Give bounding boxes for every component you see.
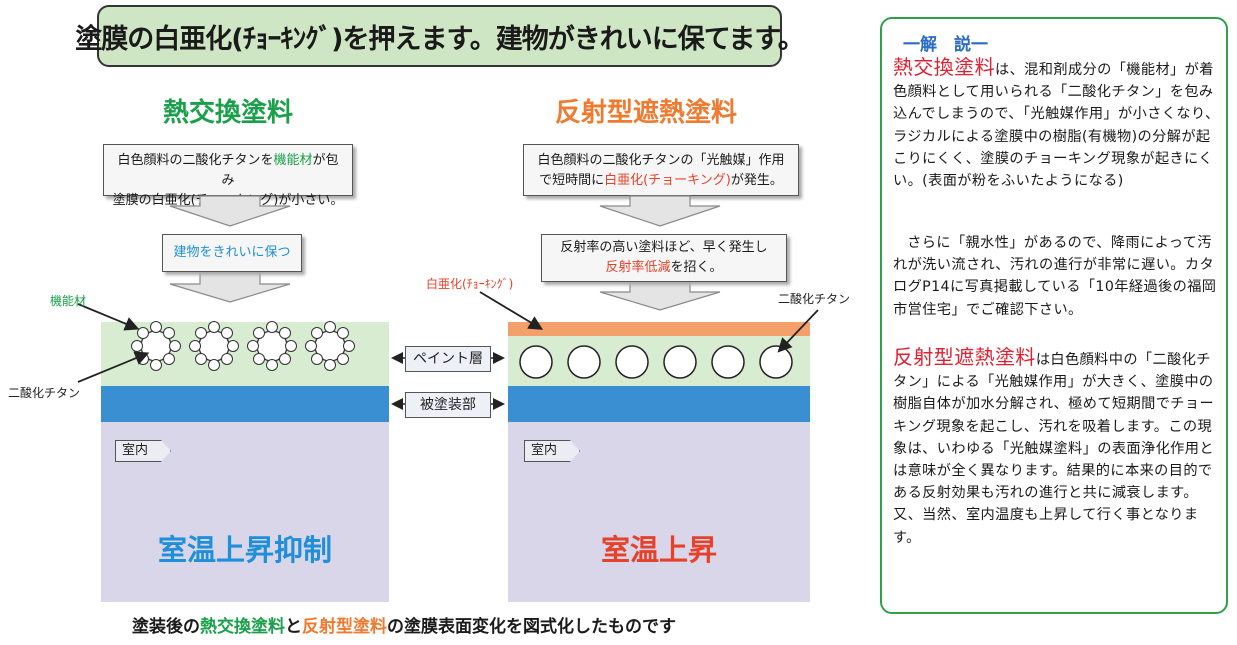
caption-highlight-reflective: 反射型塗料	[302, 617, 387, 637]
right-down-arrow-2	[599, 281, 721, 311]
right-description-box: 白色顔料の二酸化チタンの「光触媒」作用 で短時間に白亜化(チョーキング)が発生。	[523, 144, 799, 196]
left-room-tag: 室内	[115, 440, 171, 462]
left-column-title: 熱交換塗料	[163, 98, 294, 128]
right-reflectance-box: 反射率の高い塗料ほど、早く発生し 反射率低減を招く。	[541, 234, 787, 282]
caption-highlight-heat-exchange: 熱交換塗料	[200, 617, 285, 637]
paint-layer-label: ペイント層	[405, 346, 491, 372]
right-substrate-layer	[508, 386, 810, 422]
left-result: 室温上昇抑制	[157, 533, 332, 567]
left-substrate-layer	[101, 386, 389, 422]
right-box1-text-b: が発生。	[730, 173, 783, 188]
right-column-title: 反射型遮熱塗料	[555, 98, 738, 128]
title-banner: 塗膜の白亜化(ﾁｮｰｷﾝｸﾞ)を押えます。建物がきれいに保てます。	[75, 5, 805, 67]
right-box2-line1: 反射率の高い塗料ほど、早く発生し	[560, 240, 768, 255]
titanium-dioxide-particle	[711, 345, 745, 379]
right-room-tag: 室内	[524, 440, 580, 462]
titanium-dioxide-particle	[567, 345, 601, 379]
right-down-arrow-1	[599, 195, 721, 227]
right-box1-line1: 白色顔料の二酸化チタンの「光触媒」作用	[537, 153, 785, 168]
explanation-paragraph-3: 反射型遮熱塗料は白色顔料中の「二酸化チタン」による「光触媒作用」が大きく、塗膜中…	[893, 345, 1215, 546]
pointer-right-tio2	[777, 309, 819, 353]
explanation-panel	[880, 17, 1228, 614]
right-result: 室温上昇	[600, 533, 717, 567]
right-box2-highlight: 反射率低減	[605, 260, 671, 275]
left-box1-highlight: 機能材	[273, 153, 313, 168]
pointer-left-tio2	[77, 351, 150, 383]
functional-material-cluster	[246, 320, 298, 372]
label-left-titanium-dioxide: 二酸化チタン	[8, 386, 81, 400]
right-box1-text-a: で短時間に	[539, 173, 605, 188]
functional-material-cluster	[304, 320, 356, 372]
titanium-dioxide-particle	[663, 345, 697, 379]
keyword-heat-exchange: 熱交換塗料	[893, 55, 995, 79]
right-box1-highlight: 白亜化(チョーキング)	[604, 173, 731, 188]
left-down-arrow-2	[169, 271, 291, 303]
left-box1-text-b: が包み	[221, 153, 339, 188]
explanation-paragraph-1: 熱交換塗料は、混和剤成分の「機能材」が着色顔料として用いられる「二酸化チタン」を…	[893, 55, 1220, 190]
pointer-chalking	[479, 291, 544, 330]
explanation-title: 一解 説一	[903, 35, 988, 55]
right-box2-text-b: を招く。	[670, 260, 723, 275]
flow-arrows	[169, 195, 721, 311]
label-chalking: 白亜化(ﾁｮｰｷﾝｸﾞ)	[426, 277, 514, 291]
titanium-dioxide-particle	[759, 345, 793, 379]
functional-material-cluster	[130, 320, 182, 372]
keyword-reflective: 反射型遮熱塗料	[893, 345, 1036, 369]
functional-material-cluster	[188, 320, 240, 372]
left-down-arrow-1	[169, 195, 291, 227]
explanation-paragraph-2: さらに「親水性」があるので、降雨によって汚れが洗い流され、汚れの進行が非常に遅い…	[893, 235, 1217, 318]
diagram-caption: 塗装後の熱交換塗料と反射型塗料の塗膜表面変化を図式化したものです	[132, 617, 676, 637]
particle-diagram	[77, 291, 819, 410]
label-functional-material: 機能材	[50, 294, 87, 308]
pointer-functional-material	[77, 303, 140, 331]
left-box1-text-a: 白色顔料の二酸化チタンを	[117, 153, 274, 168]
substrate-label: 被塗装部	[405, 392, 491, 418]
left-keep-clean-box: 建物をきれいに保つ	[162, 234, 302, 272]
label-right-titanium-dioxide: 二酸化チタン	[778, 292, 851, 306]
titanium-dioxide-particle	[519, 345, 553, 379]
titanium-dioxide-particle	[615, 345, 649, 379]
right-chalking-layer	[508, 322, 810, 336]
